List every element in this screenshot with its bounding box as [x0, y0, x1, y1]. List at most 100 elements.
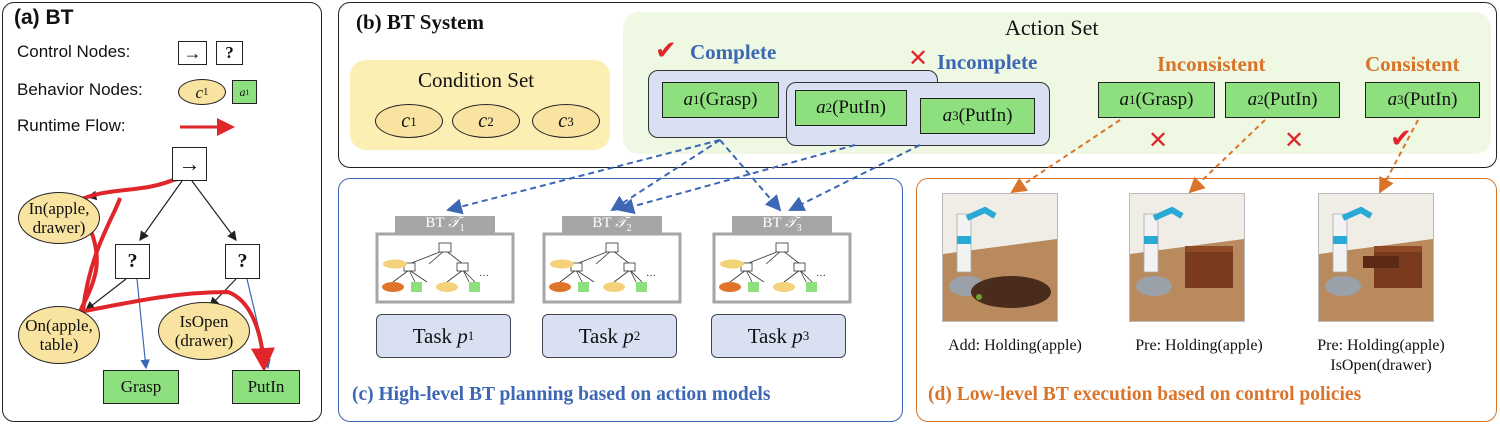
bt-edge [799, 269, 807, 283]
robot-arm [965, 206, 997, 221]
robot-stripe [957, 236, 971, 244]
incomplete-label: Incomplete [937, 50, 1038, 74]
bt-root-node [605, 242, 619, 253]
bt-condition-node [550, 259, 574, 269]
complete-label: Complete [690, 40, 777, 64]
bt-ellipsis: … [646, 268, 656, 279]
bt-edge [446, 269, 464, 283]
bt-edge [745, 269, 753, 283]
bt-diagram-2: … [542, 216, 682, 304]
bt-action-node [636, 282, 647, 292]
bt-tree-edges [71, 118, 275, 372]
bt-edge [462, 269, 470, 283]
incomplete-cross-icon: ✕ [908, 44, 929, 72]
bt-header-tab [395, 216, 495, 234]
bt-fallback-left: ? [115, 244, 150, 279]
bt-edge [729, 269, 747, 283]
bt-condition-node [382, 282, 404, 292]
bt-edge [575, 269, 583, 283]
bt-label-2: BT 𝒯2 [592, 215, 632, 234]
bt-edge [392, 269, 410, 283]
bt-fallback-node [570, 262, 583, 272]
bt-label-3: BT 𝒯3 [762, 215, 802, 234]
bt-edge [408, 269, 416, 283]
action-grasp: Grasp [103, 370, 179, 404]
panel-d-caption: (d) Low-level BT execution based on cont… [928, 384, 1362, 405]
apple [976, 294, 982, 300]
robot-base [1136, 276, 1172, 296]
panel-a-bt [2, 2, 322, 422]
bt-edge [629, 269, 637, 283]
bt-condition-node [719, 282, 741, 292]
a2-cross-icon: ✕ [1284, 126, 1305, 154]
panel-b-title: (b) BT System [356, 10, 484, 34]
bt-condition-node [603, 282, 625, 292]
consistent-label: Consistent [1365, 52, 1460, 76]
cond-in-apple-drawer: In(apple, drawer) [18, 192, 100, 244]
robot-stripe [1144, 236, 1158, 244]
bt-header-tab [732, 216, 832, 234]
action-putin: PutIn [232, 370, 300, 404]
panel-a-title: (a) BT [14, 6, 74, 29]
bt-sequence-root: → [172, 147, 207, 181]
bt-fallback-node [456, 262, 469, 272]
inconsistent-label: Inconsistent [1157, 52, 1266, 76]
bt-edge [745, 269, 765, 283]
bt-edge [613, 269, 631, 283]
bt-diagram-1: … [375, 216, 515, 304]
robot-scene-putin-fail [1129, 193, 1245, 322]
caption-putin-pre-2: Pre: Holding(apple) [1317, 337, 1445, 354]
bt-condition-node [383, 259, 407, 269]
bt-action-node [806, 282, 817, 292]
bt-ellipsis: … [479, 268, 489, 279]
bt-label-1: BT 𝒯1 [425, 215, 465, 234]
bt-header-tab [562, 216, 662, 234]
cond-isopen-drawer: IsOpen (drawer) [158, 302, 250, 360]
panel-c-caption: (c) High-level BT planning based on acti… [352, 384, 771, 405]
a3-check-icon: ✔ [1390, 124, 1412, 154]
bt-edge [408, 269, 428, 283]
bt-edge [629, 269, 643, 283]
bt-root-node [438, 242, 452, 253]
caption-putin-pre: Pre: Holding(apple) [1135, 337, 1263, 354]
table [971, 276, 1051, 308]
bt-fallback-node [403, 262, 416, 272]
a1-cross-icon: ✕ [1148, 126, 1169, 154]
cabinet [1185, 246, 1233, 288]
bt-condition-node [720, 259, 744, 269]
bt-action-node [469, 282, 480, 292]
bt-edge [575, 269, 595, 283]
bt-diagram-3: … [712, 216, 852, 304]
cabinet-top [1374, 246, 1422, 252]
bt-condition-node [436, 282, 458, 292]
bt-fallback-node [740, 262, 753, 272]
bt-root-node [775, 242, 789, 253]
bt-edge [462, 269, 476, 283]
bt-condition-node [773, 282, 795, 292]
bt-action-node [411, 282, 422, 292]
legend-fallback-node: ? [216, 41, 243, 65]
robot-stripe [1333, 236, 1347, 244]
action-set-label: Action Set [1005, 15, 1099, 40]
legend-sequence-node: → [178, 41, 207, 65]
bt-condition-node [549, 282, 571, 292]
robot-arm [1341, 206, 1373, 221]
bt-action-node [748, 282, 759, 292]
robot-base [1325, 276, 1361, 296]
robot-arm [1152, 206, 1184, 221]
open-drawer [1363, 256, 1399, 268]
bt-edge [783, 269, 801, 283]
